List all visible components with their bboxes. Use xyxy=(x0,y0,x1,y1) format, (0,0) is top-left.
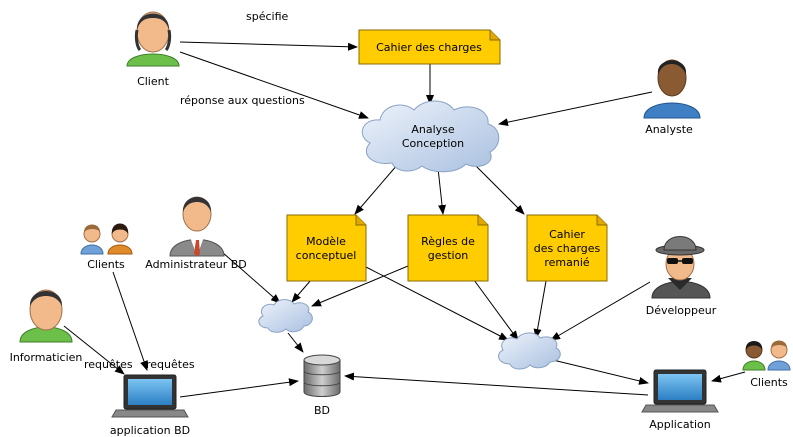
edge-admin-to-cloud-left xyxy=(221,251,281,304)
edge-label-reponse: réponse aux questions xyxy=(180,94,305,107)
actor-label: Informaticien xyxy=(10,351,83,364)
edge-modele-to-cloud-left xyxy=(291,279,312,303)
document-label-line-3: remanié xyxy=(544,256,590,269)
actor-label: Client xyxy=(137,75,170,88)
edge-cloud-left-to-bd xyxy=(287,332,304,353)
cloud-label-line-2: Conception xyxy=(402,137,464,150)
actor-label: Développeur xyxy=(646,304,717,317)
cloud-analyse-conception: Analyse Conception xyxy=(361,100,500,173)
edge-cloud-right-to-app xyxy=(552,359,649,385)
edge-app-to-bd xyxy=(344,372,649,396)
edge-informaticien-to-appbd xyxy=(63,325,125,375)
document-regles-de-gestion: Règles de gestion xyxy=(407,214,489,282)
laptop-label: Application xyxy=(649,418,710,431)
person-icon xyxy=(169,196,225,257)
person-icon xyxy=(19,289,73,343)
edge-regles-to-cloud-right xyxy=(473,279,519,341)
edge-remanie-to-cloud-right xyxy=(533,280,547,339)
actor-client: Client xyxy=(126,11,180,88)
edge-dev-to-cloud-right xyxy=(550,281,651,341)
edge-label-requetes-right: requêtes xyxy=(146,358,195,371)
edge-appbd-to-bd xyxy=(179,378,299,398)
laptop-icon xyxy=(641,369,719,413)
edge-client-to-cahier xyxy=(179,41,358,51)
actor-label: Analyste xyxy=(645,123,693,136)
document-modele-conceptuel: Modèle conceptuel xyxy=(286,214,367,282)
database-label: BD xyxy=(314,404,330,417)
document-label-line-1: Cahier xyxy=(549,228,585,241)
laptop-icon xyxy=(111,374,189,418)
document-cahier-des-charges: Cahier des charges xyxy=(358,29,501,65)
actor-label: Clients xyxy=(87,258,125,271)
edge-clients-right-to-app xyxy=(711,371,746,383)
document-label-line-2: conceptuel xyxy=(296,249,357,262)
actor-administrateur-bd: Administrateur BD xyxy=(145,196,247,271)
person-icon xyxy=(643,59,701,119)
actor-developpeur: Développeur xyxy=(646,236,717,317)
actor-analyste: Analyste xyxy=(643,59,701,136)
actor-clients-right: Clients xyxy=(742,340,791,389)
actor-label: Administrateur BD xyxy=(145,258,247,271)
cloud-right xyxy=(498,332,561,370)
edge-modele-to-cloud-right xyxy=(363,265,509,341)
edge-analyste-to-analyse xyxy=(498,91,653,127)
edge-analyse-to-remanie xyxy=(471,161,525,215)
edge-analyse-to-modele xyxy=(354,163,399,215)
document-label-line-2: des charges xyxy=(534,242,601,255)
database-bd: BD xyxy=(303,354,341,417)
cloud-left xyxy=(258,299,313,333)
cloud-label-line-1: Analyse xyxy=(411,123,455,136)
database-icon xyxy=(303,354,341,397)
edge-label-specifie: spécifie xyxy=(246,10,289,23)
actor-clients-left: Clients xyxy=(80,223,133,271)
laptop-application-bd: application BD xyxy=(110,374,190,437)
actor-informaticien: Informaticien xyxy=(10,289,83,364)
edge-analyse-to-regles xyxy=(437,167,447,215)
edge-client-to-analyse xyxy=(179,51,369,119)
edges xyxy=(63,41,746,398)
document-label: Cahier des charges xyxy=(376,41,482,54)
actor-label: Clients xyxy=(750,376,788,389)
person-icon xyxy=(651,236,711,299)
document-cahier-remanie: Cahier des charges remanié xyxy=(526,214,608,282)
people-icon xyxy=(742,340,791,371)
people-icon xyxy=(80,223,133,255)
document-label-line-1: Modèle xyxy=(306,235,346,248)
laptop-application: Application xyxy=(641,369,719,431)
document-label-line-1: Règles de xyxy=(421,235,475,248)
edge-clients-left-to-appbd xyxy=(112,271,148,371)
edge-regles-to-cloud-left xyxy=(311,265,409,307)
person-icon xyxy=(126,11,180,67)
edge-label-requetes-left: requêtes xyxy=(84,358,133,371)
document-label-line-2: gestion xyxy=(428,249,469,262)
laptop-label: application BD xyxy=(110,424,190,437)
